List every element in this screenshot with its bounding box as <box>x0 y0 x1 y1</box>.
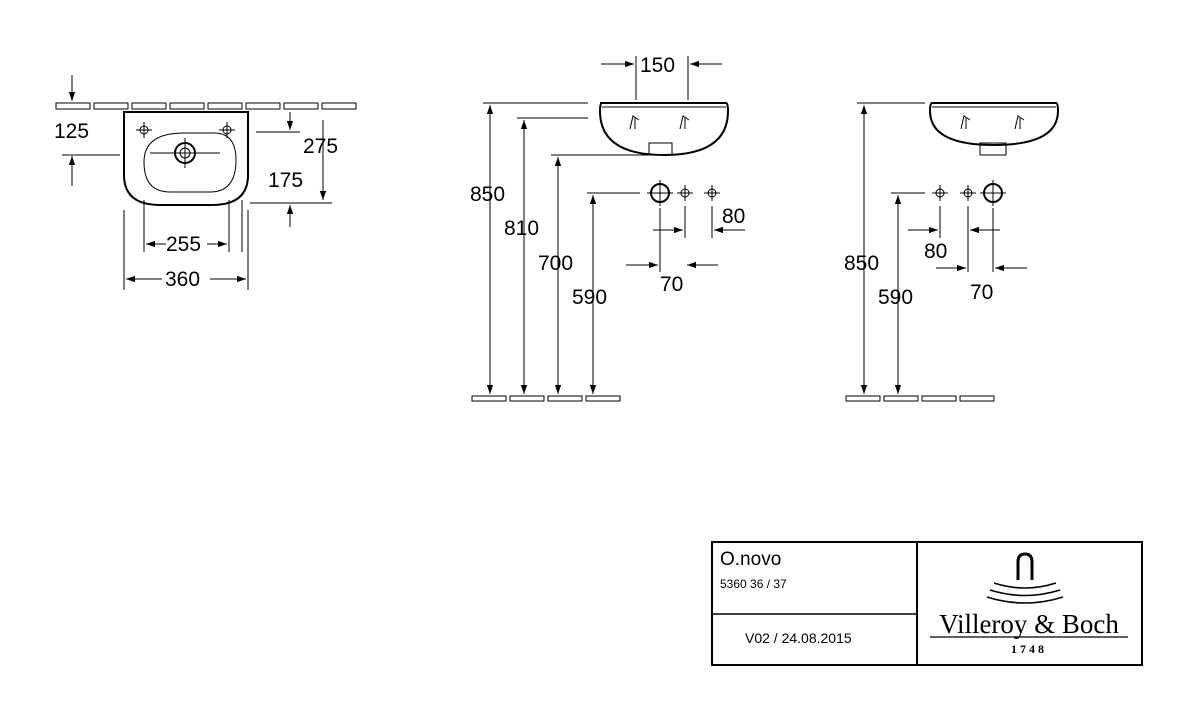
floor-line <box>471 395 621 402</box>
basin-trap <box>979 142 1007 156</box>
front-dim-70: 70 <box>660 273 683 296</box>
side-dim-70: 70 <box>970 281 993 304</box>
front-dim-590: 590 <box>572 286 607 309</box>
floor-line <box>845 395 995 402</box>
plan-dim-255: 255 <box>166 233 201 256</box>
side-dim-850: 850 <box>844 252 879 275</box>
front-dim-810: 810 <box>504 217 539 240</box>
tap-hole-left-icon <box>135 121 153 139</box>
front-dim-80: 80 <box>722 205 745 228</box>
basin-front-outline <box>598 102 730 157</box>
plan-dim-125: 125 <box>54 120 89 143</box>
front-view: 150 850 810 700 590 80 70 <box>470 54 745 402</box>
plan-dim-360: 360 <box>165 268 200 291</box>
product-name: O.novo <box>720 549 781 570</box>
plan-dim-175: 175 <box>268 169 303 192</box>
title-block: O.novo 5360 36 / 37 V02 / 24.08.2015 Vil… <box>711 541 1143 666</box>
bowl-outline <box>143 132 237 193</box>
plan-view: 125 275 175 255 360 <box>54 75 357 291</box>
basin-side-outline <box>928 102 1060 147</box>
plan-dim-275: 275 <box>303 135 338 158</box>
article-number: 5360 36 / 37 <box>720 577 787 591</box>
brand-name: Villeroy & Boch <box>939 609 1119 639</box>
front-dim-850: 850 <box>470 183 505 206</box>
wall-line <box>55 102 357 110</box>
basin-trap <box>648 142 673 156</box>
front-dim-150: 150 <box>640 54 675 77</box>
faucet-logo-icon <box>986 552 1064 604</box>
tap-hole-right-icon <box>218 121 236 139</box>
brand-year: 1748 <box>1011 642 1047 656</box>
connection-small-icon <box>676 184 694 202</box>
front-dim-700: 700 <box>538 252 573 275</box>
version-date: V02 / 24.08.2015 <box>745 630 852 646</box>
basin-outline <box>123 111 249 206</box>
connection-small-icon <box>931 184 949 202</box>
side-dim-80: 80 <box>924 240 947 263</box>
connection-small-icon <box>959 184 977 202</box>
connection-small-icon <box>703 184 721 202</box>
side-view: 850 590 80 70 <box>844 102 1060 402</box>
side-dim-590: 590 <box>878 286 913 309</box>
